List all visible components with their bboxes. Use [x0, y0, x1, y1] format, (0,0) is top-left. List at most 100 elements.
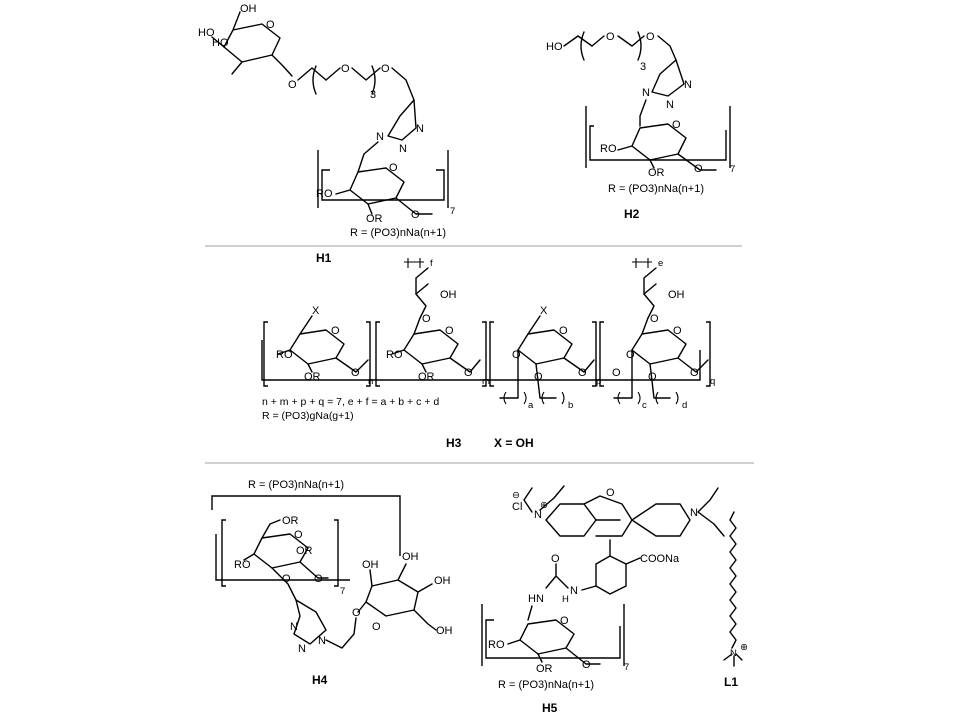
h1-atom: 7	[450, 206, 455, 217]
h1-atom: O	[341, 63, 350, 75]
h3-atom: O	[559, 325, 568, 337]
h5-atom: ⊕	[540, 500, 548, 511]
h4-formula: R = (PO3)nNa(n+1)	[248, 479, 344, 491]
h3-label: H3	[446, 436, 462, 450]
h2-atom: O	[694, 163, 703, 175]
h5-atom: RO	[488, 639, 505, 651]
h3-formula: R = (PO3)gNa(g+1)	[262, 410, 354, 422]
h3-atom: a	[528, 400, 534, 411]
h3-atom: X	[540, 305, 548, 317]
h3-atom: OR	[304, 371, 321, 383]
h5-atom: N	[570, 585, 578, 597]
h4-label: H4	[312, 673, 328, 687]
h4-atom: OH	[362, 559, 379, 571]
h4-atom: 7	[340, 586, 345, 597]
h5-label: H5	[542, 701, 558, 715]
h3-atom: d	[682, 400, 687, 411]
h3-atom: O	[445, 325, 454, 337]
h1-atom: OH	[240, 3, 257, 15]
h2-label: H2	[624, 207, 640, 221]
h5-atom: Cl	[512, 501, 522, 513]
h1-atom: 3	[370, 89, 376, 101]
h3-atom: O	[673, 325, 682, 337]
h3-x-definition: X = OH	[494, 436, 534, 450]
h3-atom: O	[331, 325, 340, 337]
l1-atom: N	[730, 648, 737, 659]
h4-atom: RO	[234, 559, 251, 571]
h2-atom: N	[684, 79, 692, 91]
h3-atom: m	[482, 376, 490, 387]
h1-atom: O	[266, 19, 275, 31]
h3-atom: O	[422, 313, 431, 325]
h2-atom: N	[666, 99, 674, 111]
h2-atom: 3	[640, 61, 646, 73]
structure-h4: R = (PO3)nNa(n+1) OR RO OR O O O 7 N N N…	[211, 479, 453, 687]
h5-atom: OR	[536, 663, 553, 675]
h4-atom: N	[290, 621, 298, 633]
h5-atom: O	[582, 659, 591, 671]
h2-atom: OR	[648, 167, 665, 179]
h5-atom: 7	[624, 662, 629, 673]
h3-atom: OH	[668, 289, 685, 301]
h3-atom: f	[430, 258, 433, 269]
h3-atom: e	[658, 258, 663, 269]
h2-atom: N	[642, 87, 650, 99]
h4-atom: N	[318, 635, 326, 647]
h5-atom: COONa	[640, 553, 680, 565]
h1-atom: N	[416, 123, 424, 135]
h2-formula: R = (PO3)nNa(n+1)	[608, 183, 704, 195]
h2-atom: O	[606, 31, 615, 43]
h4-atom: O	[372, 621, 381, 633]
h1-atom: O	[288, 79, 297, 91]
structure-h3: X O RO OR O n f OH O O RO OR O m X O O O…	[261, 258, 715, 450]
h4-atom: O	[314, 573, 323, 585]
h4-atom: O	[352, 607, 361, 619]
h5-atom: O	[606, 487, 615, 499]
h3-atom: n	[368, 376, 373, 387]
h3-atom: O	[512, 349, 521, 361]
h1-atom: OR	[366, 213, 383, 225]
h3-atom: O	[612, 367, 621, 379]
h3-atom: p	[596, 376, 601, 387]
h4-atom: OH	[402, 551, 419, 563]
h1-atom: O	[381, 63, 390, 75]
h3-atom: O	[464, 367, 473, 379]
h5-atom: O	[551, 553, 560, 565]
h1-atom: N	[376, 131, 384, 143]
structure-h5: Cl ⊖ N ⊕ O N COONa N H O HN O RO OR	[481, 485, 725, 715]
h2-atom: O	[646, 31, 655, 43]
h4-atom: O	[294, 529, 303, 541]
h5-atom: H	[562, 594, 569, 605]
h3-atom: RO	[276, 349, 293, 361]
h2-atom: O	[672, 119, 681, 131]
h4-atom: OR	[282, 515, 299, 527]
h1-atom: HO	[212, 37, 229, 49]
h5-atom: HN	[528, 593, 544, 605]
h1-formula: R = (PO3)nNa(n+1)	[350, 227, 446, 239]
h4-atom: OH	[436, 625, 453, 637]
h1-atom: O	[411, 209, 420, 221]
l1-label: L1	[724, 675, 738, 689]
h1-atom: HO	[198, 27, 215, 39]
h4-atom: N	[298, 643, 306, 655]
h3-atom: O	[648, 371, 657, 383]
structure-l1: N ⊕ L1	[723, 511, 748, 689]
h3-atom: RO	[386, 349, 403, 361]
h3-atom: O	[351, 367, 360, 379]
h3-atom: OH	[440, 289, 457, 301]
h3-equation: n + m + p + q = 7, e + f = a + b + c + d	[262, 396, 439, 408]
h3-atom: X	[312, 305, 320, 317]
h5-atom: ⊖	[512, 490, 520, 501]
l1-atom: ⊕	[740, 642, 748, 653]
h3-atom: q	[710, 376, 715, 387]
h5-formula: R = (PO3)nNa(n+1)	[498, 679, 594, 691]
h5-atom: N	[690, 507, 698, 519]
h3-atom: O	[578, 367, 587, 379]
h3-atom: O	[690, 367, 699, 379]
h2-atom: HO	[546, 41, 563, 53]
h1-atom: RO	[316, 188, 333, 200]
h3-atom: b	[568, 400, 573, 411]
h4-atom: OH	[434, 575, 451, 587]
h1-label: H1	[316, 251, 332, 265]
